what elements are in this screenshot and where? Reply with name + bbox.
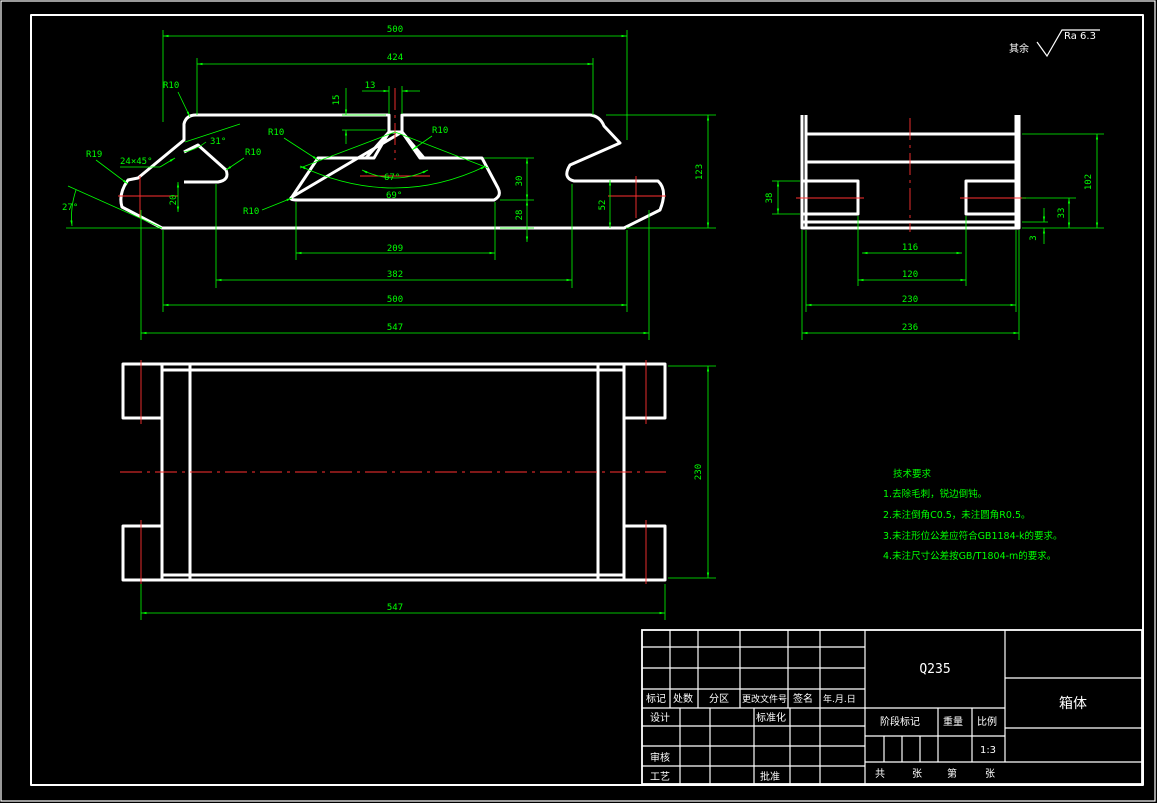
label-design: 设计 [650, 711, 670, 724]
dim-236: 236 [902, 323, 918, 333]
dim-120: 120 [902, 270, 918, 280]
label-scale: 比例 [977, 715, 997, 728]
dim-382: 382 [387, 270, 403, 280]
dim-chamfer: 24×45° [120, 157, 153, 167]
material: Q235 [919, 662, 950, 677]
dim-33: 33 [1057, 208, 1067, 219]
dim-r10-b: R10 [268, 128, 284, 138]
rev-header-doc: 更改文件号 [742, 693, 787, 705]
dim-69deg: 69° [386, 191, 402, 201]
dim-r10-e: R10 [243, 207, 259, 217]
dim-500-bottom: 500 [387, 295, 403, 305]
dim-67deg: 67° [384, 173, 400, 183]
notes-item-1: 1.去除毛刺，锐边倒钝。 [883, 488, 987, 500]
rev-header-count: 处数 [673, 692, 693, 705]
dim-r10-a: R10 [163, 81, 179, 91]
notes-item-2: 2.未注倒角C0.5，未注圆角R0.5。 [883, 509, 1031, 521]
dim-28: 28 [515, 210, 525, 221]
dim-102: 102 [1084, 174, 1094, 190]
dim-r10-c: R10 [245, 148, 261, 158]
dim-30: 30 [515, 176, 525, 187]
side-view-dimensions: 38 102 33 3 116 120 230 236 [765, 133, 1104, 340]
label-standardize: 标准化 [756, 711, 786, 724]
dim-3: 3 [1029, 235, 1039, 240]
notes-item-3: 3.未注形位公差应符合GB1184-k的要求。 [883, 530, 1063, 542]
dim-r19: R19 [86, 150, 102, 160]
top-view-dimensions: 230 547 [140, 365, 716, 620]
dim-209: 209 [387, 244, 403, 254]
dim-15: 15 [332, 95, 342, 106]
dim-38: 38 [765, 193, 775, 204]
dim-500-top: 500 [387, 25, 403, 35]
roughness-value: Ra 6.3 [1064, 31, 1096, 42]
label-sheet-no: 第 [947, 767, 957, 780]
technical-notes: 技术要求 1.去除毛刺，锐边倒钝。 2.未注倒角C0.5，未注圆角R0.5。 3… [883, 468, 1063, 562]
side-view-outline [800, 115, 1021, 230]
dim-27deg: 27° [62, 203, 78, 213]
notes-heading: 技术要求 [893, 468, 932, 480]
part-name: 箱体 [1059, 696, 1087, 712]
dim-230: 230 [902, 295, 918, 305]
dim-r10-d: R10 [432, 126, 448, 136]
front-view: 500 424 13 15 R10 R10 R10 [62, 25, 716, 340]
dim-52: 52 [598, 200, 608, 211]
scale-value: 1:3 [980, 745, 996, 756]
dim-top-230: 230 [694, 464, 704, 480]
side-view: 其余 Ra 6.3 38 102 33 3 116 120 [765, 29, 1104, 340]
dim-31deg: 31° [210, 137, 226, 147]
label-stage-mark: 阶段标记 [880, 715, 920, 728]
top-view: 230 547 [120, 360, 716, 620]
label-approve: 批准 [760, 770, 780, 783]
label-sheet-unit: 张 [985, 768, 995, 780]
dim-top-547: 547 [387, 603, 403, 613]
rev-header-date: 年.月.日 [823, 693, 856, 705]
dim-547: 547 [387, 323, 403, 333]
rev-header-sign: 签名 [793, 692, 813, 705]
dim-123: 123 [695, 164, 705, 180]
dim-116: 116 [902, 243, 918, 253]
front-view-dimensions: 500 424 13 15 R10 R10 R10 [62, 25, 716, 340]
label-sheets-total: 共 [875, 768, 885, 780]
title-block: 标记 处数 分区 更改文件号 签名 年.月.日 设计 标准化 审核 工艺 批准 … [641, 629, 1143, 785]
dim-424: 424 [387, 53, 403, 63]
label-sheets-unit: 张 [912, 768, 922, 780]
dim-13: 13 [365, 81, 376, 91]
rev-header-zone: 分区 [709, 693, 729, 705]
label-process: 工艺 [650, 771, 670, 783]
label-review: 审核 [650, 751, 670, 764]
rev-header-mark: 标记 [646, 693, 666, 705]
dim-20: 20 [169, 195, 179, 206]
roughness-label: 其余 [1009, 42, 1029, 55]
label-weight: 重量 [943, 715, 963, 728]
notes-item-4: 4.未注尺寸公差按GB/T1804-m的要求。 [883, 550, 1056, 562]
